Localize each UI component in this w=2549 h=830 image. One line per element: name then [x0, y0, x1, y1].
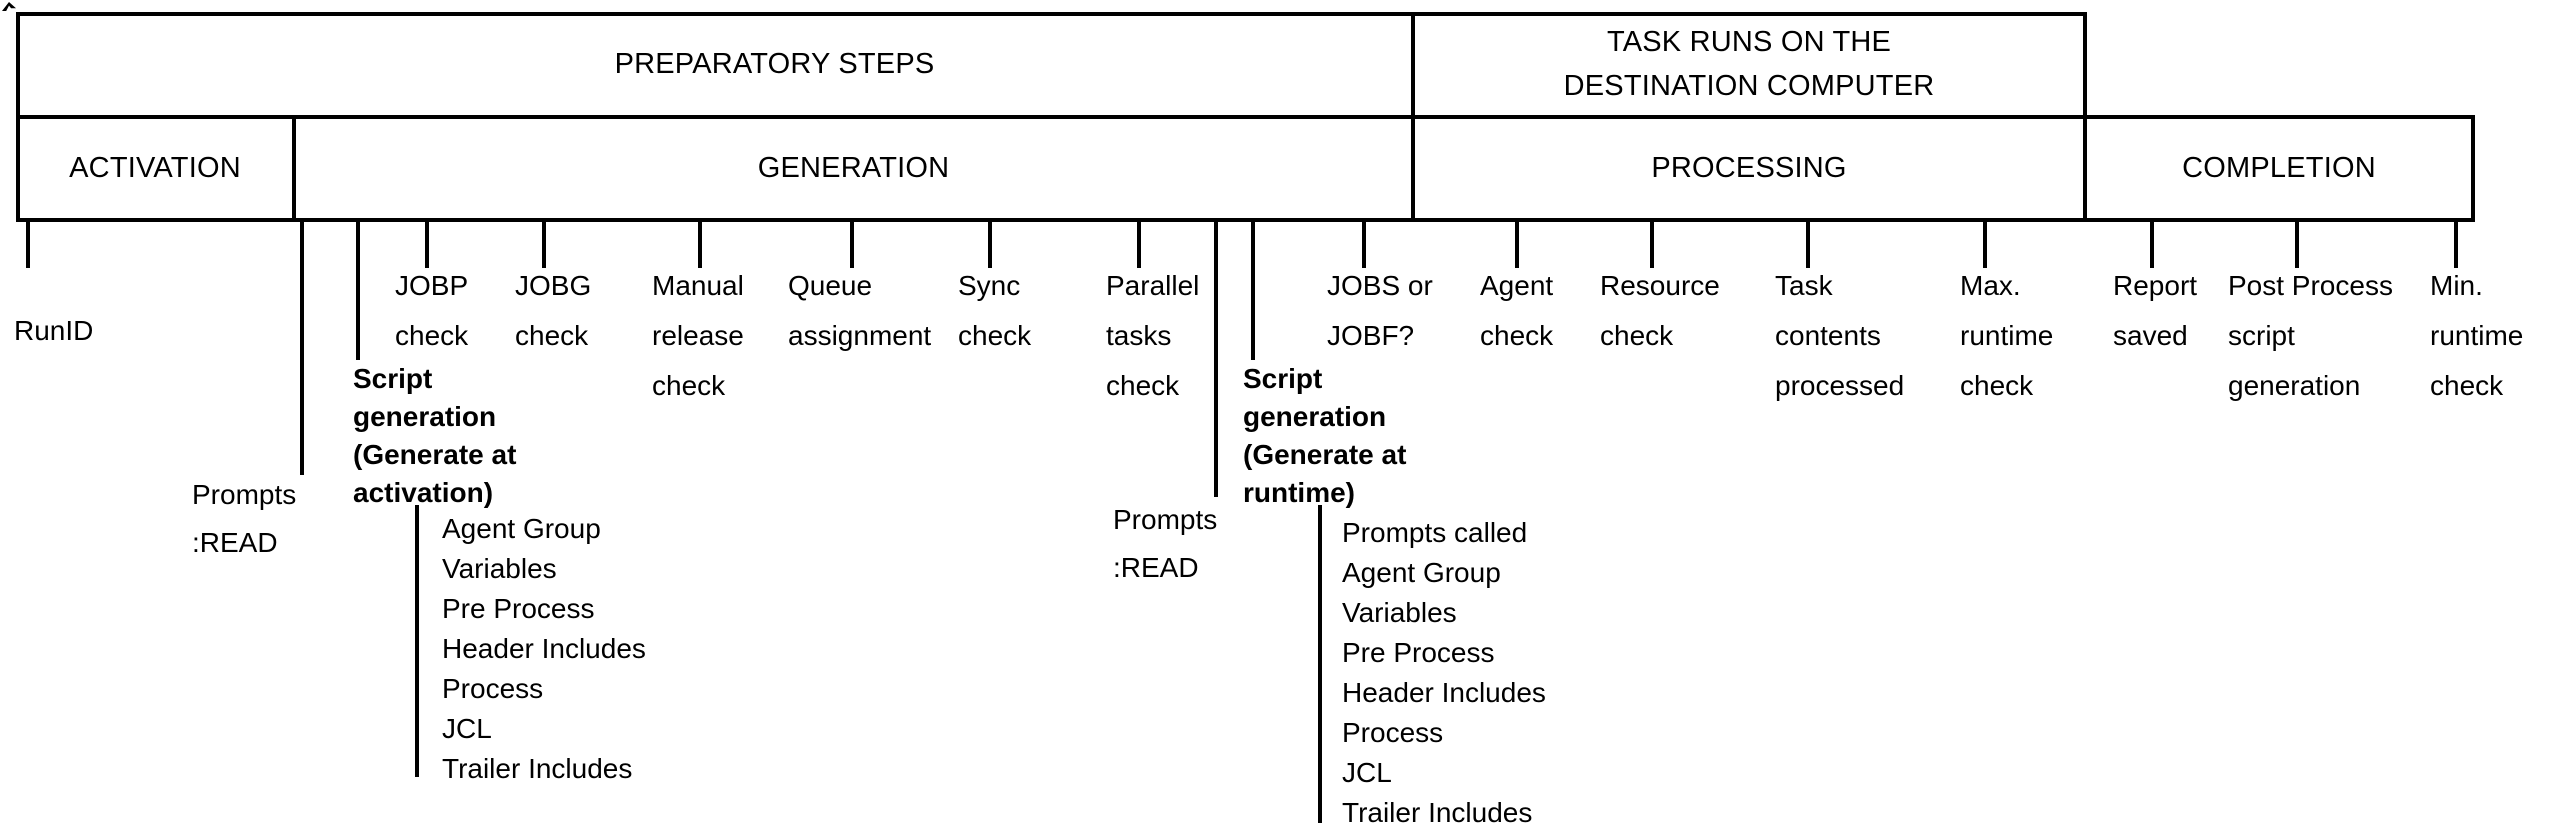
- label-queue-assignment: Queue assignment: [788, 270, 932, 351]
- label-prompts-read-activation: Prompts :READ: [192, 479, 297, 558]
- label-resource-check: Resource check: [1600, 270, 1720, 351]
- completion-title: COMPLETION: [2182, 151, 2376, 184]
- activation-title: ACTIVATION: [69, 151, 241, 184]
- task-runs-destination-title: TASK RUNS ON THE DESTINATION COMPUTER: [1563, 25, 1935, 102]
- label-parallel-tasks-check: Parallel tasks check: [1106, 270, 1200, 401]
- box-preparatory-steps: PREPARATORY STEPS: [16, 12, 1413, 115]
- label-sync-check: Sync check: [958, 270, 1032, 351]
- preparatory-steps-title: PREPARATORY STEPS: [614, 47, 935, 80]
- label-manual-release-check: Manual release check: [652, 270, 744, 401]
- label-runid: RunID: [14, 315, 94, 346]
- label-max-runtime-check: Max. runtime check: [1960, 270, 2054, 401]
- processing-title: PROCESSING: [1651, 151, 1847, 184]
- box-activation: ACTIVATION: [16, 115, 294, 220]
- label-prompts-read-runtime: Prompts :READ: [1113, 504, 1218, 583]
- script-generation-runtime-items: Prompts called Agent Group Variables Pre…: [1342, 517, 1546, 828]
- label-script-generation-runtime: Script generation (Generate at runtime): [1243, 363, 1407, 508]
- label-report-saved: Report saved: [2113, 270, 2198, 351]
- box-processing: PROCESSING: [1413, 115, 2085, 220]
- label-script-generation-activation: Script generation (Generate at activatio…: [353, 363, 517, 508]
- label-task-contents-processed: Task contents processed: [1775, 270, 1905, 401]
- box-task-runs-destination: TASK RUNS ON THE DESTINATION COMPUTER: [1413, 12, 2085, 115]
- label-jobg-check: JOBG check: [515, 270, 592, 351]
- label-min-runtime-check: Min. runtime check: [2430, 270, 2524, 401]
- label-agent-check: Agent check: [1480, 270, 1554, 351]
- label-jobs-or-jobf: JOBS or JOBF?: [1327, 270, 1433, 351]
- label-jobp-check: JOBP check: [395, 270, 469, 351]
- script-generation-activation-items: Agent Group Variables Pre Process Header…: [442, 513, 646, 784]
- generation-title: GENERATION: [757, 151, 950, 184]
- box-completion: COMPLETION: [2085, 115, 2473, 220]
- label-post-process-script-generation: Post Process script generation: [2228, 270, 2393, 401]
- box-generation: GENERATION: [294, 115, 1413, 220]
